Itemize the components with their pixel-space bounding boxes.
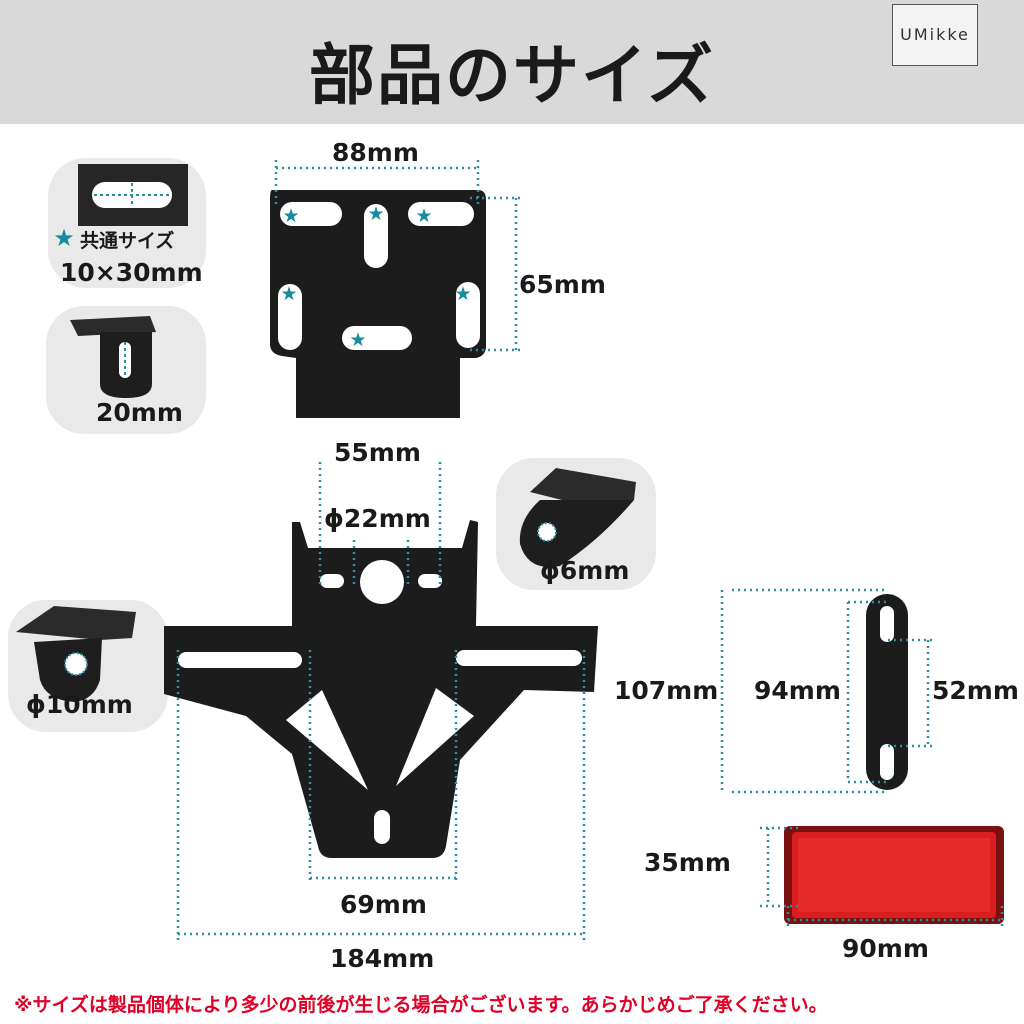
common-size-label: 共通サイズ: [80, 230, 175, 252]
top-height-label: 65mm: [519, 270, 606, 299]
top-width-label: 88mm: [332, 138, 419, 167]
header-bar: [0, 0, 1024, 124]
main-plate-dimension-lines: [176, 462, 586, 940]
total-width-label: 184mm: [330, 944, 435, 973]
star-icon: ★: [367, 203, 384, 225]
brand-logo-text: UMikke: [900, 25, 970, 44]
strap-dimension-lines: [720, 588, 932, 794]
brand-logo: UMikke: [892, 4, 978, 66]
star-icon: ★: [280, 283, 297, 305]
bend-dimension-label: 20mm: [96, 398, 183, 427]
bend-detail-illustration: [70, 316, 156, 398]
side-hole-label: ϕ6mm: [540, 556, 630, 585]
star-icon: ★: [415, 205, 432, 227]
slot-span-label: 94mm: [754, 676, 841, 705]
top-plate: [270, 190, 486, 418]
corner-hole-label: ϕ10mm: [26, 690, 133, 719]
page-title: 部品のサイズ: [308, 37, 716, 114]
lower-width-label: 69mm: [340, 890, 427, 919]
star-markers: ★ ★ ★ ★ ★ ★: [280, 203, 471, 351]
hole-spacing-label: 55mm: [334, 438, 421, 467]
star-icon: ★: [349, 329, 366, 351]
reflector-height-label: 35mm: [644, 848, 731, 877]
top-plate-dimension-lines: [274, 160, 520, 352]
slot-detail-illustration: [78, 164, 188, 226]
disclaimer-note: ※サイズは製品個体により多少の前後が生じる場合がございます。あらかじめご了承くだ…: [14, 994, 828, 1016]
star-icon: ★: [454, 283, 471, 305]
star-icon: ★: [53, 224, 75, 252]
corner-hole-illustration: [16, 606, 136, 702]
reflector-width-label: 90mm: [842, 934, 929, 963]
reflector-dimension-lines: [760, 826, 1004, 926]
red-reflector: [784, 826, 1004, 924]
side-hole-illustration: [519, 468, 636, 568]
center-hole-label: ϕ22mm: [324, 504, 431, 533]
star-icon: ★: [282, 205, 299, 227]
license-strap: [866, 594, 908, 790]
slot-size-label: 10×30mm: [60, 258, 203, 287]
total-height-label: 107mm: [614, 676, 719, 705]
main-plate: [164, 520, 598, 858]
strap-holes-label: 52mm: [932, 676, 1019, 705]
